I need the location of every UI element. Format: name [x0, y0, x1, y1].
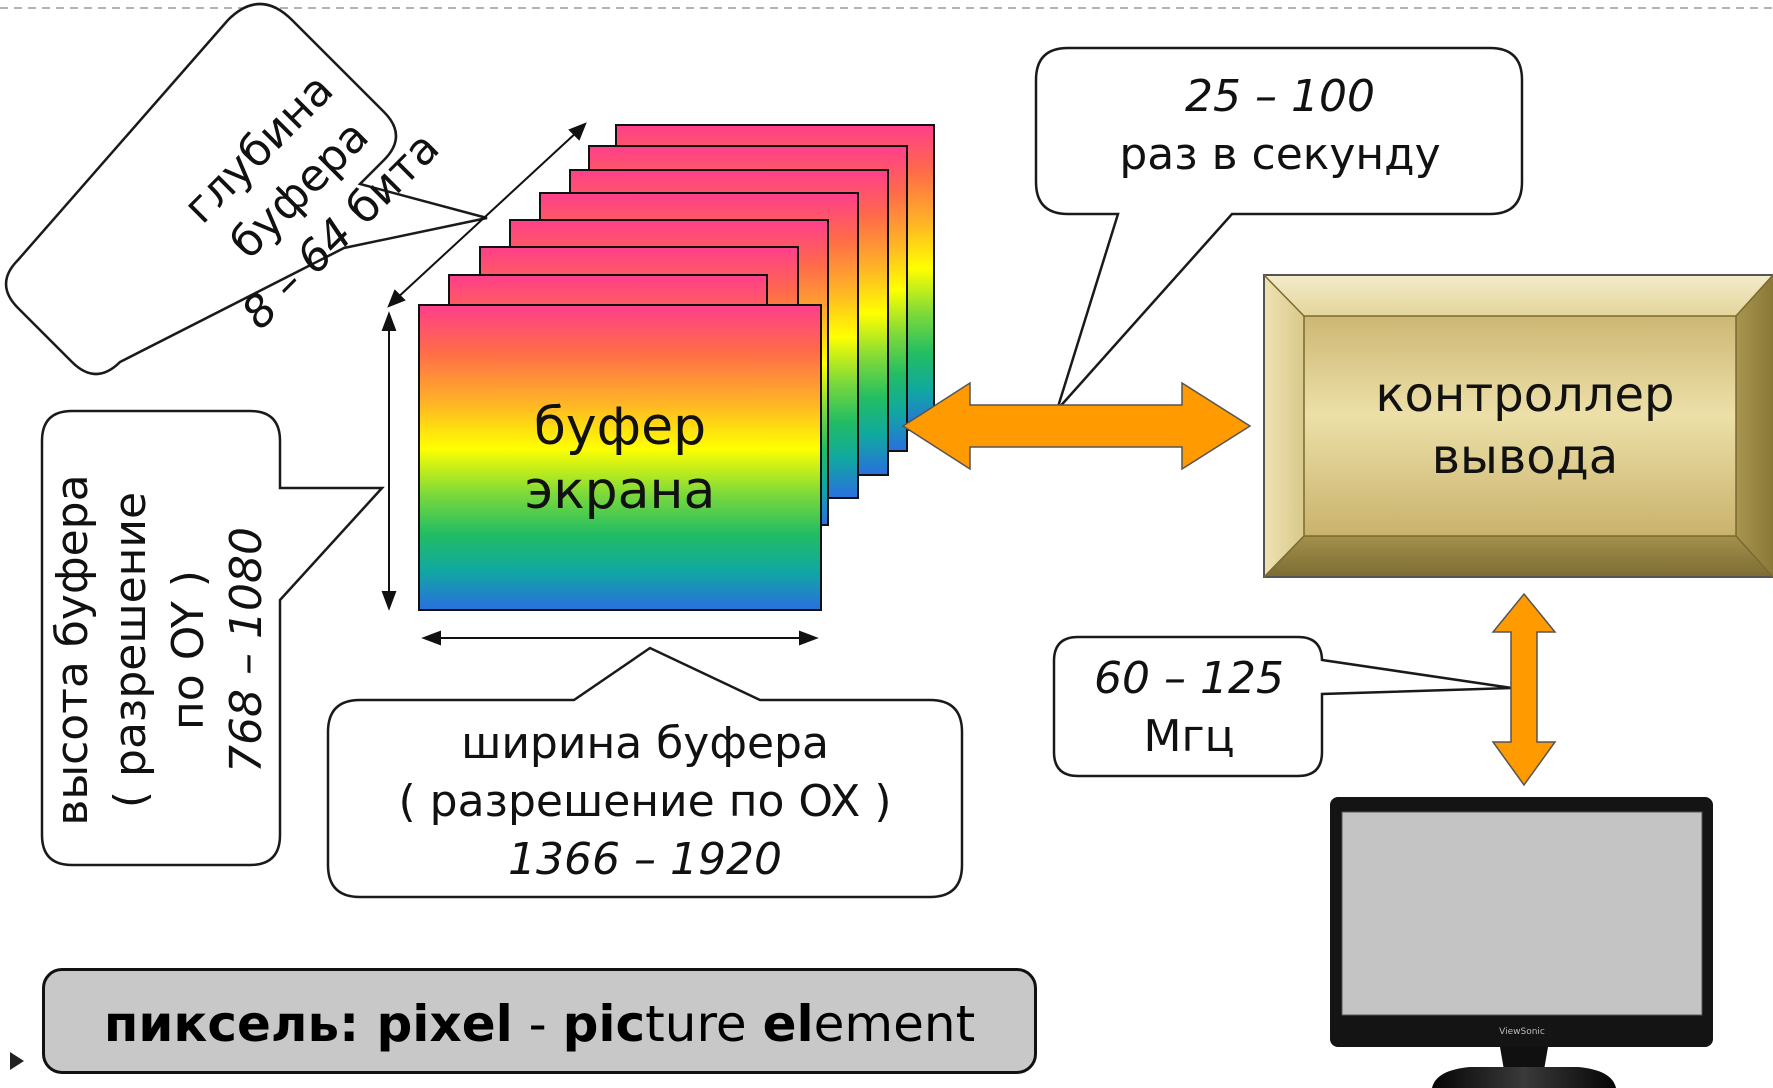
pixel-term: пиксель: pixel: [103, 995, 513, 1053]
width-range: 1366 – 1920: [508, 834, 782, 885]
frequency-callout-text: 60 – 125 Мгц: [1054, 650, 1324, 766]
buffer-controller-arrow: [901, 381, 1252, 471]
pixel-ement: ement: [813, 995, 976, 1053]
pixel-definition-box: пиксель: pixel - picture element: [42, 968, 1037, 1074]
slide-bullet-icon: [10, 1052, 24, 1070]
buffer-line-2: экрана: [524, 461, 716, 521]
controller-monitor-arrow: [1491, 592, 1557, 787]
monitor-brand: ViewSonic: [1499, 1027, 1545, 1037]
width-line-2: ( разрешение по OX ): [398, 776, 892, 827]
depth-callout-shape: [4, 2, 488, 376]
rate-callout-text: 25 – 100 раз в секунду: [1040, 68, 1520, 184]
rate-range: 25 – 100: [1185, 71, 1375, 122]
frequency-range: 60 – 125: [1094, 653, 1284, 704]
height-callout-text: высота буфера ( разрешение по OY ) 768 –…: [44, 440, 276, 860]
controller-label: контроллер вывода: [1305, 364, 1745, 488]
controller-line-2: вывода: [1431, 429, 1619, 485]
dimension-arrows: [381, 122, 819, 646]
screen-buffer-label: буфер экрана: [420, 395, 820, 523]
frequency-unit: Мгц: [1143, 711, 1235, 762]
height-callout-bubble: [40, 409, 385, 867]
screen-buffer-front: [418, 304, 822, 611]
pixel-ture: ture: [645, 995, 763, 1053]
width-line-1: ширина буфера: [461, 718, 829, 769]
monitor-icon: ViewSonic: [1330, 797, 1713, 1088]
controller-line-1: контроллер: [1375, 367, 1675, 423]
height-line-3: по OY ): [163, 570, 214, 730]
rate-unit: раз в секунду: [1119, 129, 1441, 180]
pixel-el: el: [762, 995, 814, 1053]
buffer-line-1: буфер: [533, 397, 707, 457]
height-line-2: ( разрешение: [105, 491, 156, 809]
height-line-1: высота буфера: [47, 474, 98, 826]
width-callout-bubble: [326, 646, 964, 899]
frame-buffer-stack: [418, 124, 935, 611]
controller-box: [1263, 274, 1773, 578]
rate-callout-bubble: [1034, 46, 1524, 411]
pixel-dash: -: [512, 995, 563, 1053]
frequency-callout-bubble: [1052, 635, 1513, 778]
pixel-pic: pic: [562, 995, 646, 1053]
height-range: 768 – 1080: [221, 527, 272, 773]
width-callout-text: ширина буфера ( разрешение по OX ) 1366 …: [330, 715, 960, 889]
